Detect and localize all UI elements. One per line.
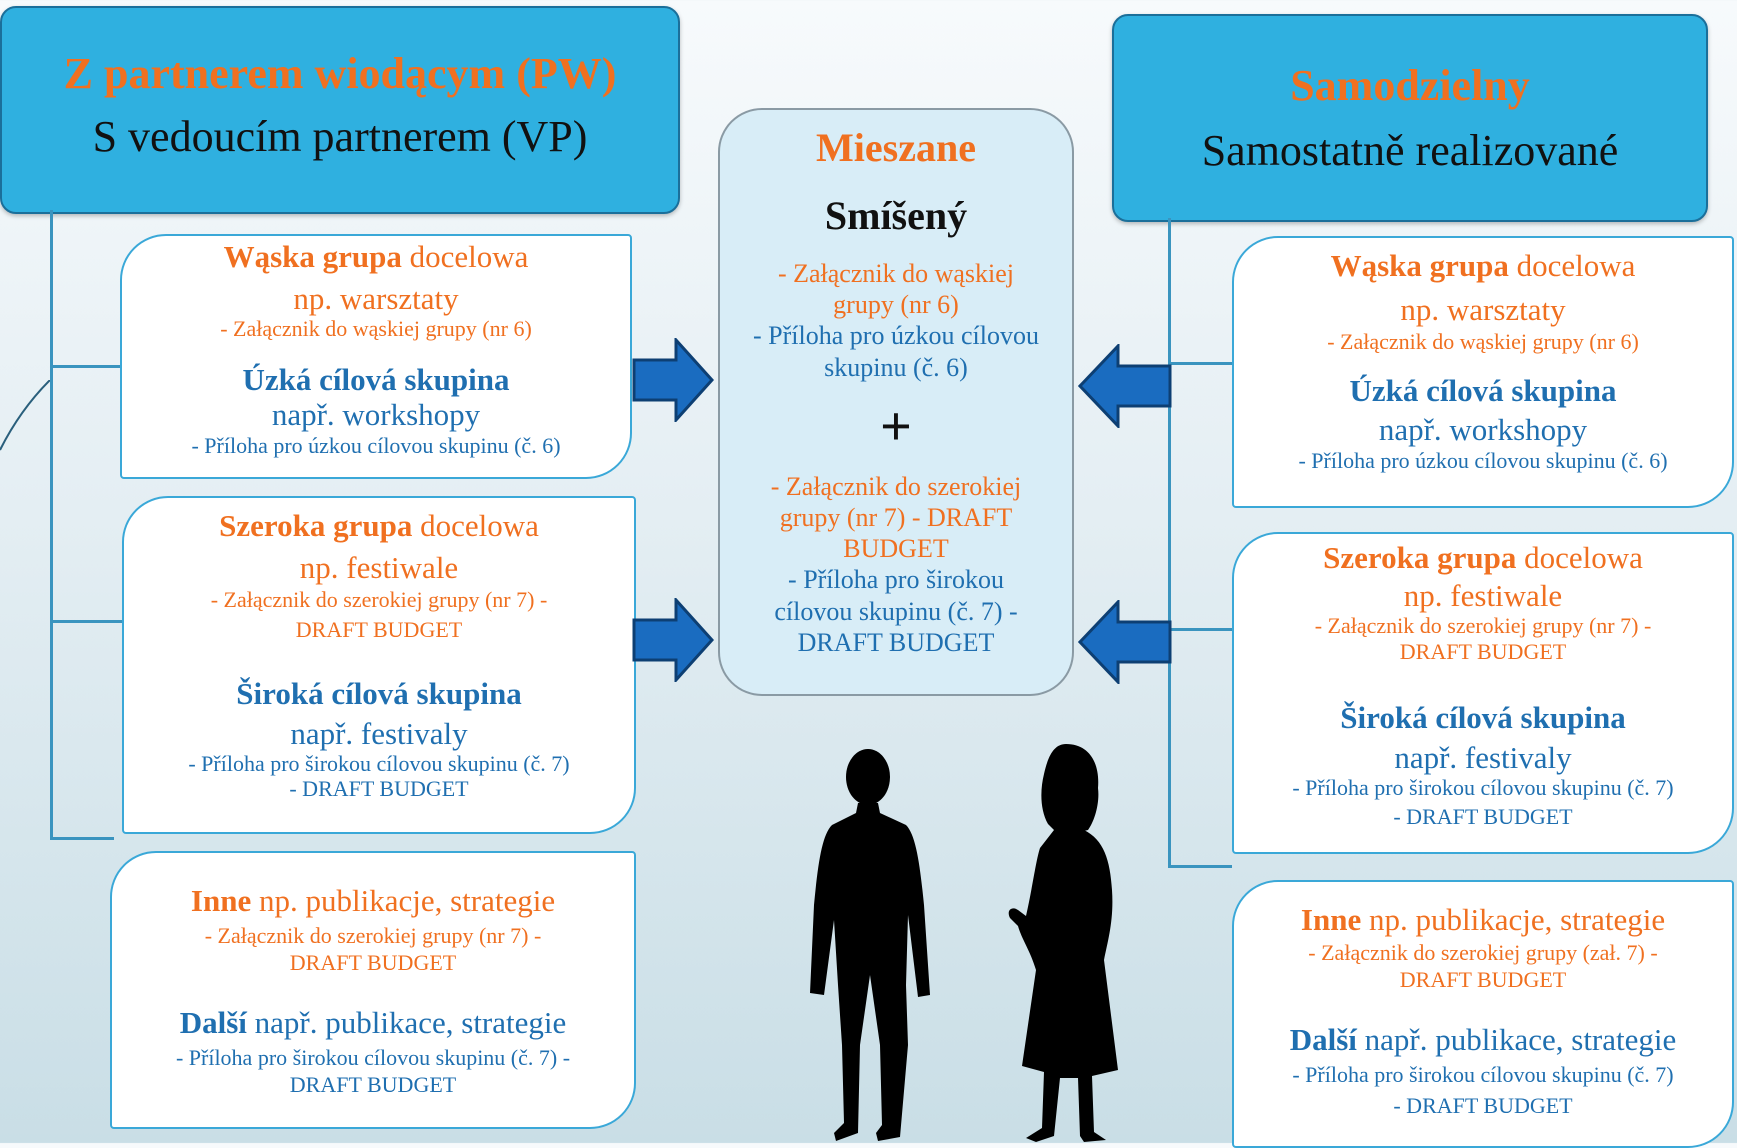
- right-branch-narrow: [1168, 362, 1232, 365]
- right-other-pl-attach-1: - Załącznik do szerokiej grupy (zał. 7) …: [1308, 939, 1658, 965]
- left-narrow-pl-attach: - Załącznik do wąskiej grupy (nr 6): [220, 316, 532, 342]
- right-other-card: Inne np. publikacje, strategie - Załączn…: [1232, 880, 1734, 1148]
- man-silhouette-icon: [810, 749, 930, 1141]
- center-mixed-box: Mieszane Smíšený - Załącznik do wąskiej …: [718, 108, 1074, 696]
- left-narrow-pl-rest: docelowa: [401, 239, 529, 274]
- center-plus: +: [880, 395, 912, 458]
- right-broad-cz-example: např. festivaly: [1394, 739, 1572, 775]
- right-broad-pl-bold: Szeroka grupa: [1323, 540, 1517, 575]
- left-other-cz-rest: např. publikace, strategie: [246, 1005, 567, 1041]
- left-branch-narrow: [50, 365, 122, 368]
- left-broad-cz-bold: Široká cílová skupina: [236, 675, 522, 711]
- right-header-title-pl: Samodzielny: [1290, 61, 1530, 110]
- left-broad-pl-attach-2: DRAFT BUDGET: [295, 616, 463, 642]
- woman-silhouette-icon: [1008, 744, 1118, 1142]
- left-broad-pl-example: np. festiwale: [299, 549, 459, 585]
- right-narrow-pl-bold: Wąska grupa: [1330, 248, 1509, 283]
- center-narrow-cz: - Příloha pro úzkou cílovou skupinu (č. …: [753, 321, 1039, 382]
- right-broad-card: Szeroka grupa docelowa np. festiwale - Z…: [1232, 532, 1734, 854]
- left-narrow-cz-example: např. workshopy: [271, 397, 481, 433]
- right-header: Samodzielny Samostatně realizované: [1112, 14, 1708, 222]
- right-trunk-line: [1168, 218, 1171, 868]
- right-other-cz-attach-2: - DRAFT BUDGET: [1393, 1093, 1573, 1119]
- left-arrow-icon: [1078, 600, 1172, 684]
- left-narrow-pl-example: np. warsztaty: [293, 280, 459, 316]
- right-other-cz-rest: např. publikace, strategie: [1356, 1022, 1677, 1058]
- left-header-title-pl: Z partnerem wiodącym (PW): [63, 49, 617, 98]
- left-narrow-cz-bold: Úzká cílová skupina: [242, 361, 510, 397]
- left-narrow-card: Wąska grupa docelowa np. warsztaty - Zał…: [120, 234, 632, 479]
- right-narrow-pl-rest: docelowa: [1508, 248, 1636, 283]
- left-branch-broad: [50, 620, 122, 623]
- right-broad-cz-attach-1: - Příloha pro širokou cílovou skupinu (č…: [1292, 775, 1674, 801]
- right-arrow-icon: [632, 338, 714, 422]
- right-narrow-pl-attach: - Załącznik do wąskiej grupy (nr 6): [1327, 329, 1639, 355]
- right-narrow-card: Wąska grupa docelowa np. warsztaty - Zał…: [1232, 236, 1734, 508]
- right-broad-pl-example: np. festiwale: [1403, 577, 1563, 613]
- left-header-title-cz: S vedoucím partnerem (VP): [92, 112, 588, 161]
- center-narrow-pl: - Załącznik do wąskiej grupy (nr 6): [777, 259, 1015, 320]
- left-header: Z partnerem wiodącym (PW) S vedoucím par…: [0, 6, 680, 214]
- left-arrow-icon: [1078, 344, 1172, 428]
- right-broad-cz-attach-2: - DRAFT BUDGET: [1393, 804, 1573, 830]
- right-other-cz-attach-1: - Příloha pro širokou cílovou skupinu (č…: [1292, 1061, 1674, 1087]
- left-other-pl-attach-1: - Załącznik do szerokiej grupy (nr 7) -: [204, 922, 542, 948]
- left-broad-card: Szeroka grupa docelowa np. festiwale - Z…: [122, 496, 636, 834]
- left-other-cz-attach-2: DRAFT BUDGET: [289, 1072, 457, 1098]
- left-broad-cz-attach-1: - Příloha pro širokou cílovou skupinu (č…: [188, 751, 570, 777]
- right-narrow-pl-example: np. warsztaty: [1400, 291, 1566, 327]
- left-other-card: Inne np. publikacje, strategie - Załączn…: [110, 851, 636, 1129]
- left-other-pl-attach-2: DRAFT BUDGET: [289, 949, 457, 975]
- left-broad-cz-attach-2: - DRAFT BUDGET: [289, 776, 469, 802]
- left-branch-other: [50, 837, 114, 840]
- left-other-cz-attach-1: - Příloha pro širokou cílovou skupinu (č…: [175, 1044, 571, 1070]
- right-broad-pl-attach-2: DRAFT BUDGET: [1399, 638, 1567, 664]
- right-narrow-cz-attach: - Příloha pro úzkou cílovou skupinu (č. …: [1298, 447, 1668, 473]
- right-other-pl-rest: np. publikacje, strategie: [1361, 902, 1666, 937]
- right-broad-cz-bold: Široká cílová skupina: [1340, 699, 1626, 735]
- right-other-cz-bold: Další: [1289, 1022, 1357, 1058]
- left-broad-cz-example: např. festivaly: [290, 715, 468, 751]
- right-other-pl-bold: Inne: [1300, 902, 1362, 937]
- left-broad-pl-bold: Szeroka grupa: [219, 508, 413, 543]
- center-title-pl: Mieszane: [816, 125, 976, 170]
- center-broad-cz: - Příloha pro širokou cílovou skupinu (č…: [774, 565, 1018, 657]
- right-other-pl-attach-2: DRAFT BUDGET: [1399, 966, 1567, 992]
- left-other-pl-rest: np. publikacje, strategie: [251, 883, 556, 918]
- center-broad-pl: - Załącznik do szerokiej grupy (nr 7) - …: [770, 471, 1022, 564]
- right-branch-other: [1168, 865, 1232, 868]
- right-narrow-cz-bold: Úzká cílová skupina: [1349, 372, 1617, 408]
- right-arrow-icon: [632, 598, 714, 682]
- right-narrow-cz-example: např. workshopy: [1378, 412, 1588, 448]
- right-broad-pl-rest: docelowa: [1516, 540, 1643, 575]
- left-narrow-pl-bold: Wąska grupa: [223, 239, 402, 274]
- left-narrow-cz-attach: - Příloha pro úzkou cílovou skupinu (č. …: [191, 432, 561, 458]
- center-title-cz: Smíšený: [824, 193, 968, 238]
- left-trunk-line: [50, 210, 53, 840]
- right-header-title-cz: Samostatně realizované: [1201, 126, 1619, 175]
- left-other-pl-bold: Inne: [190, 883, 252, 918]
- right-branch-broad: [1168, 628, 1232, 631]
- decorative-curve: [0, 380, 51, 451]
- left-broad-pl-attach-1: - Załącznik do szerokiej grupy (nr 7) -: [210, 587, 548, 613]
- left-broad-pl-rest: docelowa: [412, 508, 539, 543]
- left-other-cz-bold: Další: [179, 1005, 247, 1041]
- right-broad-pl-attach-1: - Załącznik do szerokiej grupy (nr 7) -: [1314, 613, 1652, 639]
